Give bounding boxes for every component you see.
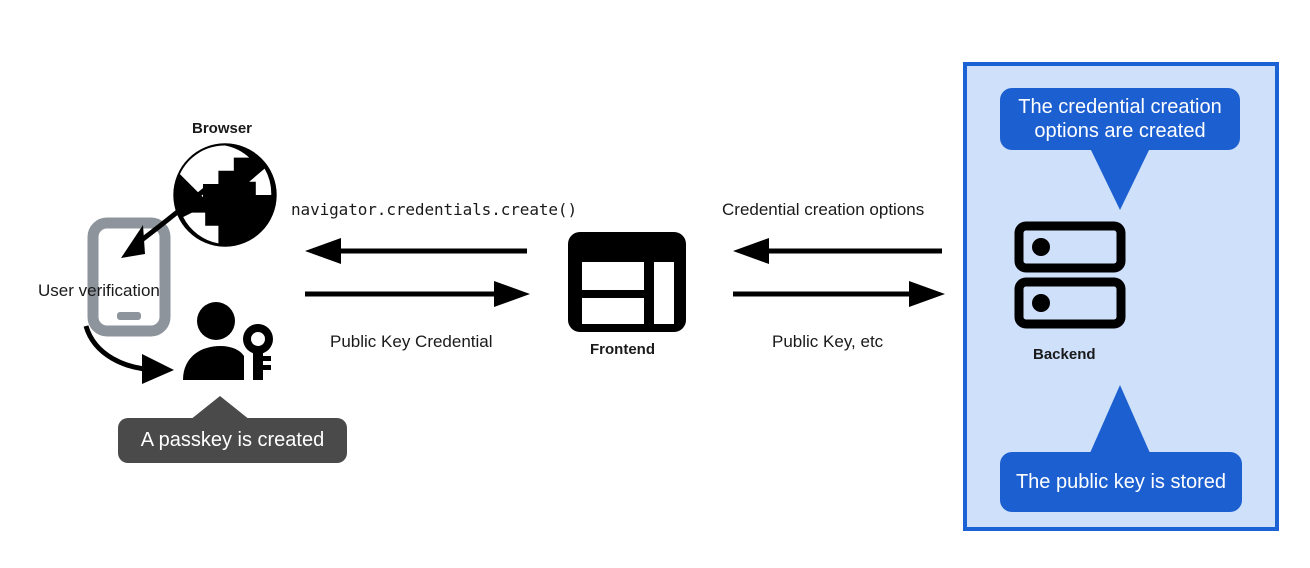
public-key-etc-label: Public Key, etc bbox=[772, 332, 884, 351]
mobile-phone-icon bbox=[87, 217, 171, 337]
backend-callout-top: The credential creation options are crea… bbox=[1000, 88, 1240, 150]
arrow-frontend-to-backend bbox=[733, 281, 945, 307]
user-verification-label: User verification bbox=[38, 281, 160, 300]
frontend-label: Frontend bbox=[590, 341, 655, 358]
browser-window-layout-icon bbox=[568, 232, 686, 332]
arrow-browser-to-device bbox=[95, 180, 225, 275]
credential-creation-options-label: Credential creation options bbox=[722, 200, 925, 219]
arrow-backend-to-frontend bbox=[733, 238, 945, 264]
user-with-key-icon bbox=[182, 302, 282, 384]
browser-label: Browser bbox=[192, 120, 253, 137]
navigator-create-label: navigator.credentials.create() bbox=[291, 200, 577, 219]
backend-callout-bottom: The public key is stored bbox=[1000, 452, 1242, 512]
callout-bottom-tail bbox=[1090, 385, 1150, 453]
globe-icon bbox=[170, 140, 280, 250]
arrow-device-to-user bbox=[78, 322, 198, 392]
passkey-tooltip-tail bbox=[190, 396, 250, 420]
passkey-tooltip: A passkey is created bbox=[118, 418, 347, 463]
callout-top-tail bbox=[1090, 148, 1150, 210]
backend-label: Backend bbox=[1033, 346, 1096, 363]
server-rack-icon bbox=[1014, 221, 1126, 330]
arrow-frontend-to-browser bbox=[305, 238, 530, 264]
public-key-credential-label: Public Key Credential bbox=[330, 332, 493, 351]
arrow-browser-to-frontend bbox=[305, 281, 530, 307]
